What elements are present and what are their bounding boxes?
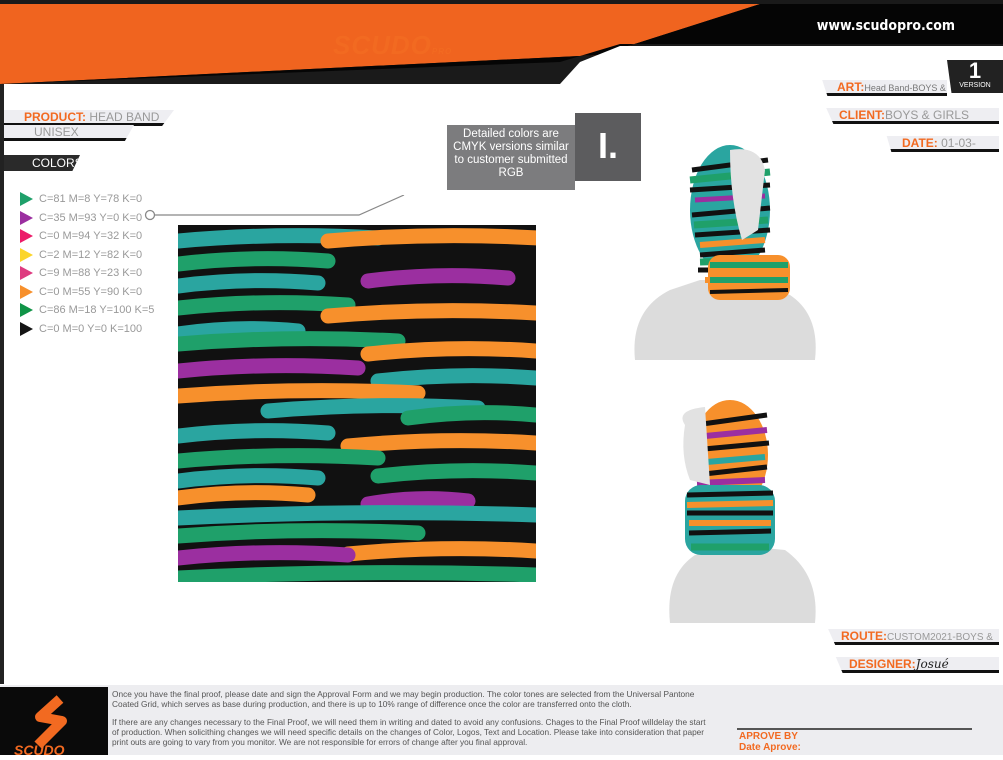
color-swatch-item: C=0 M=55 Y=90 K=0 <box>20 283 154 302</box>
brush-stroke <box>178 423 336 444</box>
brush-stroke <box>340 541 536 562</box>
approve-by-label: APROVE BY <box>739 731 798 742</box>
product-sub-tag: UNISEX <box>4 125 134 141</box>
date-approve-label: Date Aprove: <box>739 742 801 753</box>
brush-stroke <box>178 273 326 294</box>
color-triangle-icon <box>20 321 33 336</box>
cmyk-value: C=81 M=8 Y=78 K=0 <box>39 193 143 206</box>
scudo-s-icon <box>34 695 67 749</box>
designer-signature: Josué Velandia <box>849 657 949 686</box>
date-value: 01-03-2021 <box>902 136 976 165</box>
brush-stroke <box>340 433 536 454</box>
pattern-artwork <box>178 225 536 582</box>
brush-stroke <box>360 341 536 362</box>
color-triangle-icon <box>20 247 33 262</box>
color-swatch-item: C=35 M=93 Y=0 K=0 <box>20 209 154 228</box>
product-value: HEAD BAND <box>89 110 160 124</box>
color-swatch-item: C=0 M=94 Y=32 K=0 <box>20 227 154 246</box>
scudo-logo: SCUDOPRO <box>333 30 452 61</box>
footer-logo: SCUDO <box>0 687 108 758</box>
color-swatch-item: C=2 M=12 Y=82 K=0 <box>20 246 154 265</box>
brush-stroke <box>370 463 536 484</box>
brush-stroke <box>370 368 536 389</box>
signature-line <box>737 728 972 730</box>
brush-stroke <box>360 268 516 289</box>
route-tag: ROUTE:CUSTOM2021-BOYS & GIRLS <box>828 629 999 645</box>
mannequin-front-view <box>634 145 816 360</box>
color-triangle-icon <box>20 192 33 207</box>
footer <box>0 685 1003 755</box>
brush-stroke <box>178 295 356 316</box>
disclaimer: Once you have the final proof, please da… <box>112 689 712 747</box>
brush-stroke <box>178 505 536 526</box>
client-tag: CLIENT:BOYS & GIRLS <box>826 108 999 124</box>
date-label: DATE: <box>902 136 938 150</box>
brush-stroke <box>178 565 536 582</box>
color-triangle-icon <box>20 229 33 244</box>
logo-suffix: PRO <box>431 47 453 56</box>
brush-stroke <box>360 491 476 512</box>
brush-stroke <box>320 303 536 324</box>
route-value: CUSTOM2021-BOYS & GIRLS <box>841 632 993 658</box>
color-triangle-icon <box>20 210 33 225</box>
designer-label: DESIGNER: <box>849 657 916 671</box>
cmyk-value: C=35 M=93 Y=0 K=0 <box>39 211 143 224</box>
product-tag: PRODUCT: HEAD BAND <box>4 110 174 126</box>
brush-stroke <box>400 405 536 426</box>
client-label: CLIENT: <box>839 108 885 122</box>
designer-tag: DESIGNER:Josué Velandia <box>835 657 999 673</box>
brush-stroke <box>178 468 326 489</box>
brush-stroke <box>320 228 536 249</box>
brush-stroke <box>178 331 406 352</box>
color-triangle-icon <box>20 303 33 318</box>
brush-stroke <box>178 383 426 404</box>
cmyk-value: C=0 M=94 Y=32 K=0 <box>39 230 143 243</box>
date-tag: DATE: 01-03-2021 <box>886 136 999 152</box>
brush-stroke <box>178 523 426 544</box>
mannequin-side-view <box>669 400 816 623</box>
brush-stroke <box>178 485 316 506</box>
color-swatch-item: C=86 M=18 Y=100 K=5 <box>20 301 154 320</box>
version-number: 1 <box>968 58 982 83</box>
version-label: VERSION <box>959 82 991 89</box>
art-label: ART: <box>837 80 865 94</box>
color-triangle-icon <box>20 284 33 299</box>
art-tag: ART:Head Band-BOYS & GIRLS <box>822 80 947 96</box>
left-edge <box>0 84 4 684</box>
route-label: ROUTE: <box>841 629 887 643</box>
colors-heading: COLORS <box>4 155 80 171</box>
cmyk-value: C=9 M=88 Y=23 K=0 <box>39 267 143 280</box>
color-swatch-item: C=0 M=0 Y=0 K=100 <box>20 320 154 339</box>
color-swatch-item: C=81 M=8 Y=78 K=0 <box>20 190 154 209</box>
product-sub: UNISEX <box>34 125 79 139</box>
product-label: PRODUCT: <box>24 110 86 124</box>
brush-stroke <box>178 251 336 272</box>
brush-stroke <box>178 448 386 469</box>
cmyk-value: C=0 M=55 Y=90 K=0 <box>39 285 143 298</box>
disclaimer-p1: Once you have the final proof, please da… <box>112 689 695 709</box>
callout-leader-line <box>144 195 405 221</box>
cmyk-value: C=2 M=12 Y=82 K=0 <box>39 248 143 261</box>
website-url[interactable]: www.scudopro.com <box>816 18 955 34</box>
disclaimer-p2: If there are any changes necessary to th… <box>112 717 706 747</box>
art-value: Head Band-BOYS & GIRLS <box>837 83 946 108</box>
logo-text: SCUDO <box>333 30 432 60</box>
color-swatch-item: C=9 M=88 Y=23 K=0 <box>20 264 154 283</box>
cmyk-value: C=0 M=0 Y=0 K=100 <box>39 322 143 335</box>
footer-logo-text: SCUDO <box>14 742 65 758</box>
cmyk-value: C=86 M=18 Y=100 K=5 <box>39 304 155 317</box>
brush-stroke <box>178 545 356 566</box>
header-banner <box>0 0 1003 84</box>
brush-stroke <box>178 358 366 379</box>
cmyk-note: Detailed colors are CMYK versions simila… <box>447 125 575 190</box>
color-triangle-icon <box>20 266 33 281</box>
section-marker: I. <box>575 113 641 181</box>
brush-stroke <box>178 321 306 342</box>
client-value: BOYS & GIRLS <box>885 108 970 122</box>
